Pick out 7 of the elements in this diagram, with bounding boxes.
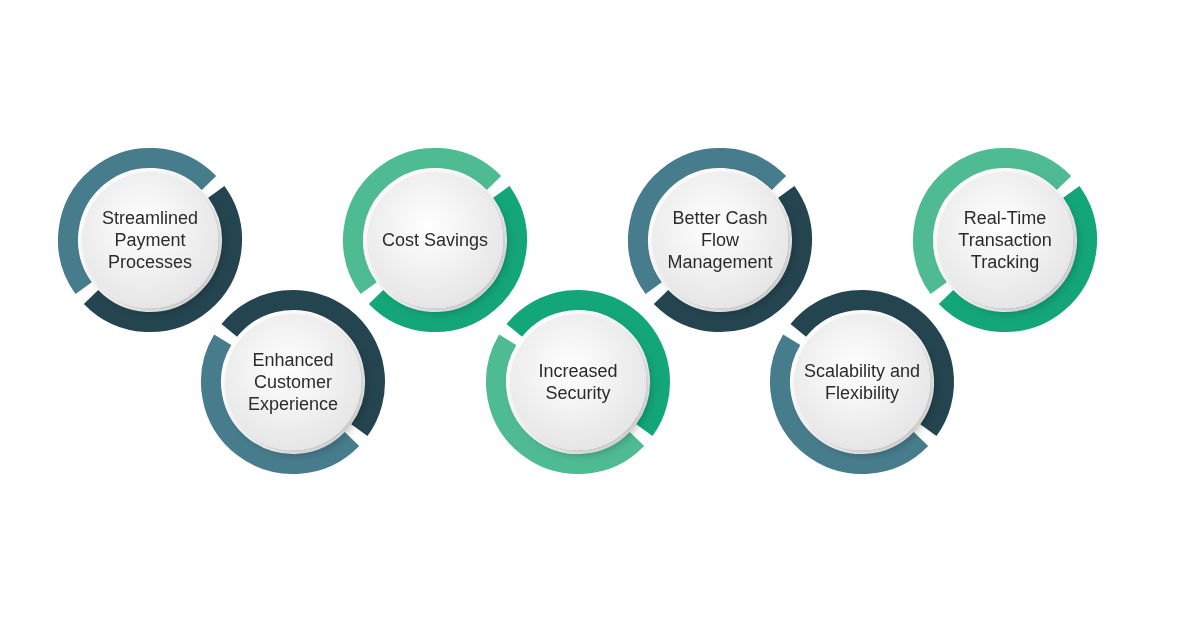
node-label: Scalability and Flexibility <box>802 360 922 404</box>
node-label: Cost Savings <box>380 229 490 251</box>
node-label: Better Cash Flow Management <box>666 207 774 273</box>
node-label: Increased Security <box>537 360 619 404</box>
node-label: Real-Time Transaction Tracking <box>957 207 1053 273</box>
node-label: Enhanced Customer Experience <box>246 349 340 415</box>
node-label: Streamlined Payment Processes <box>100 207 199 273</box>
